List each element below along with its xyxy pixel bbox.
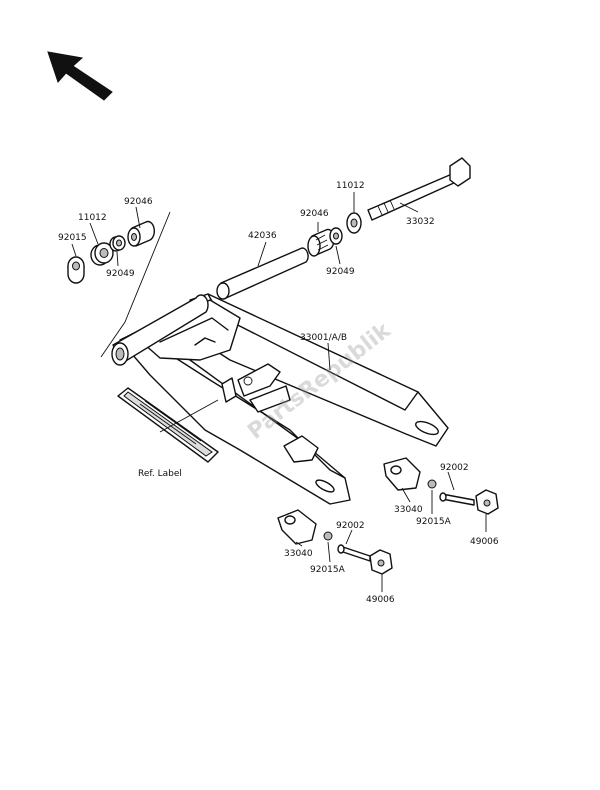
label-33040-lower: 33040	[284, 549, 313, 559]
bearing-92046-right	[307, 228, 335, 257]
label-33032: 33032	[406, 217, 435, 227]
label-92002-lower: 92002	[336, 521, 365, 531]
bearing-92046-left	[127, 220, 156, 247]
ref-label-leader	[159, 399, 219, 433]
cap-92015-left	[67, 256, 85, 284]
pivot-shaft-33032	[367, 157, 471, 221]
right-adjuster-parts	[383, 457, 499, 515]
label-33040-right: 33040	[394, 505, 423, 515]
label-92002-right: 92002	[440, 463, 469, 473]
label-11012-left: 11012	[78, 213, 107, 223]
right-bushing-parts	[307, 212, 362, 257]
part-labels: 11012 92046 92015 92049 42036 92046 9204…	[58, 181, 499, 605]
leader-lines	[71, 192, 487, 592]
label-92046-left: 92046	[124, 197, 153, 207]
bushing-group-bracket	[100, 211, 171, 358]
label-33001: 33001/A/B	[300, 333, 347, 343]
seal-11012-left	[90, 242, 114, 266]
label-49006-right: 49006	[470, 537, 499, 547]
ref-label-sticker	[117, 387, 219, 463]
collar-92049-right	[329, 227, 343, 245]
seal-11012-right	[346, 212, 362, 234]
lower-adjuster-parts	[277, 509, 393, 575]
left-bushing-parts	[67, 220, 156, 284]
label-92015a-right: 92015A	[416, 517, 452, 527]
collar-92049-left	[109, 235, 126, 252]
label-ref-label: Ref. Label	[138, 469, 182, 479]
label-92046-right: 92046	[300, 209, 329, 219]
label-92015: 92015	[58, 233, 87, 243]
label-49006-lower: 49006	[366, 595, 395, 605]
label-92049-left: 92049	[106, 269, 135, 279]
arrow-up-left-icon	[47, 51, 113, 101]
label-42036: 42036	[248, 231, 277, 241]
label-11012-right: 11012	[336, 181, 365, 191]
sleeve-42036	[216, 247, 309, 300]
swingarm-33001	[111, 293, 449, 505]
label-92015a-lower: 92015A	[310, 565, 346, 575]
label-92049-right: 92049	[326, 267, 355, 277]
